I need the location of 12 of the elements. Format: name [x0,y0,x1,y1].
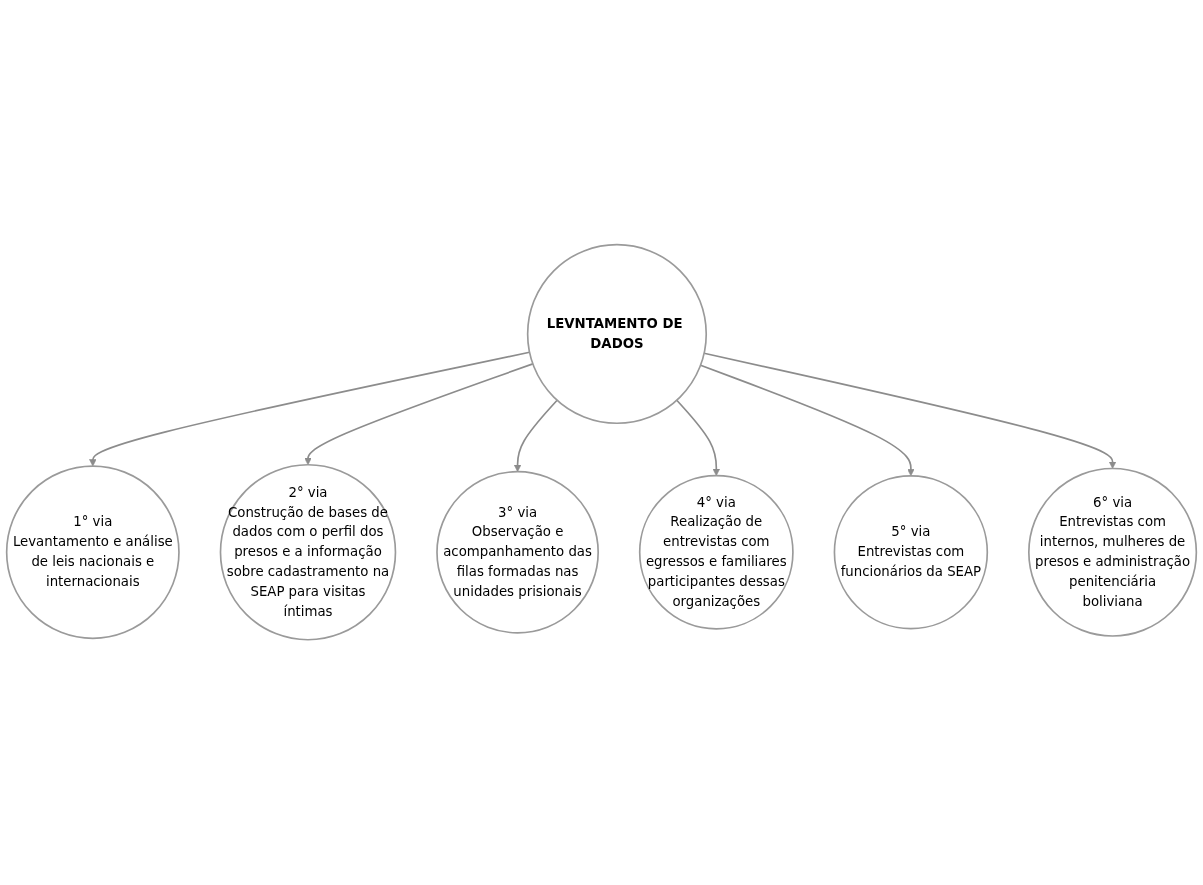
node-circle: 1° via Levantamento e análise de leis nacionais e internacionais [5,465,180,640]
node-circle: 2° via Construção de bases de dados com o perfil dos presos e a informação sobre cadastramento na SEAP para visitas íntimas [219,464,397,641]
arrow [304,363,534,466]
node-circle: 4° via Realização de entrevistas com egressos e familiares participantes dessas organizações [638,475,794,630]
node-circle: 6° via Entrevistas com internos, mulheres de presos e administração penitenciária boliviana [1028,467,1198,638]
arrow [675,399,720,477]
arrow [513,399,558,473]
node-circle: 5° via Entrevistas com funcionários da SEAP [833,475,989,630]
node-circle: LEVNTAMENTO DE DADOS [526,244,708,425]
arrow [703,352,1117,470]
node-circle: 3° via Observação e acompanhamento das filas formadas nas unidades prisionais [436,471,599,634]
arrow [89,351,531,467]
